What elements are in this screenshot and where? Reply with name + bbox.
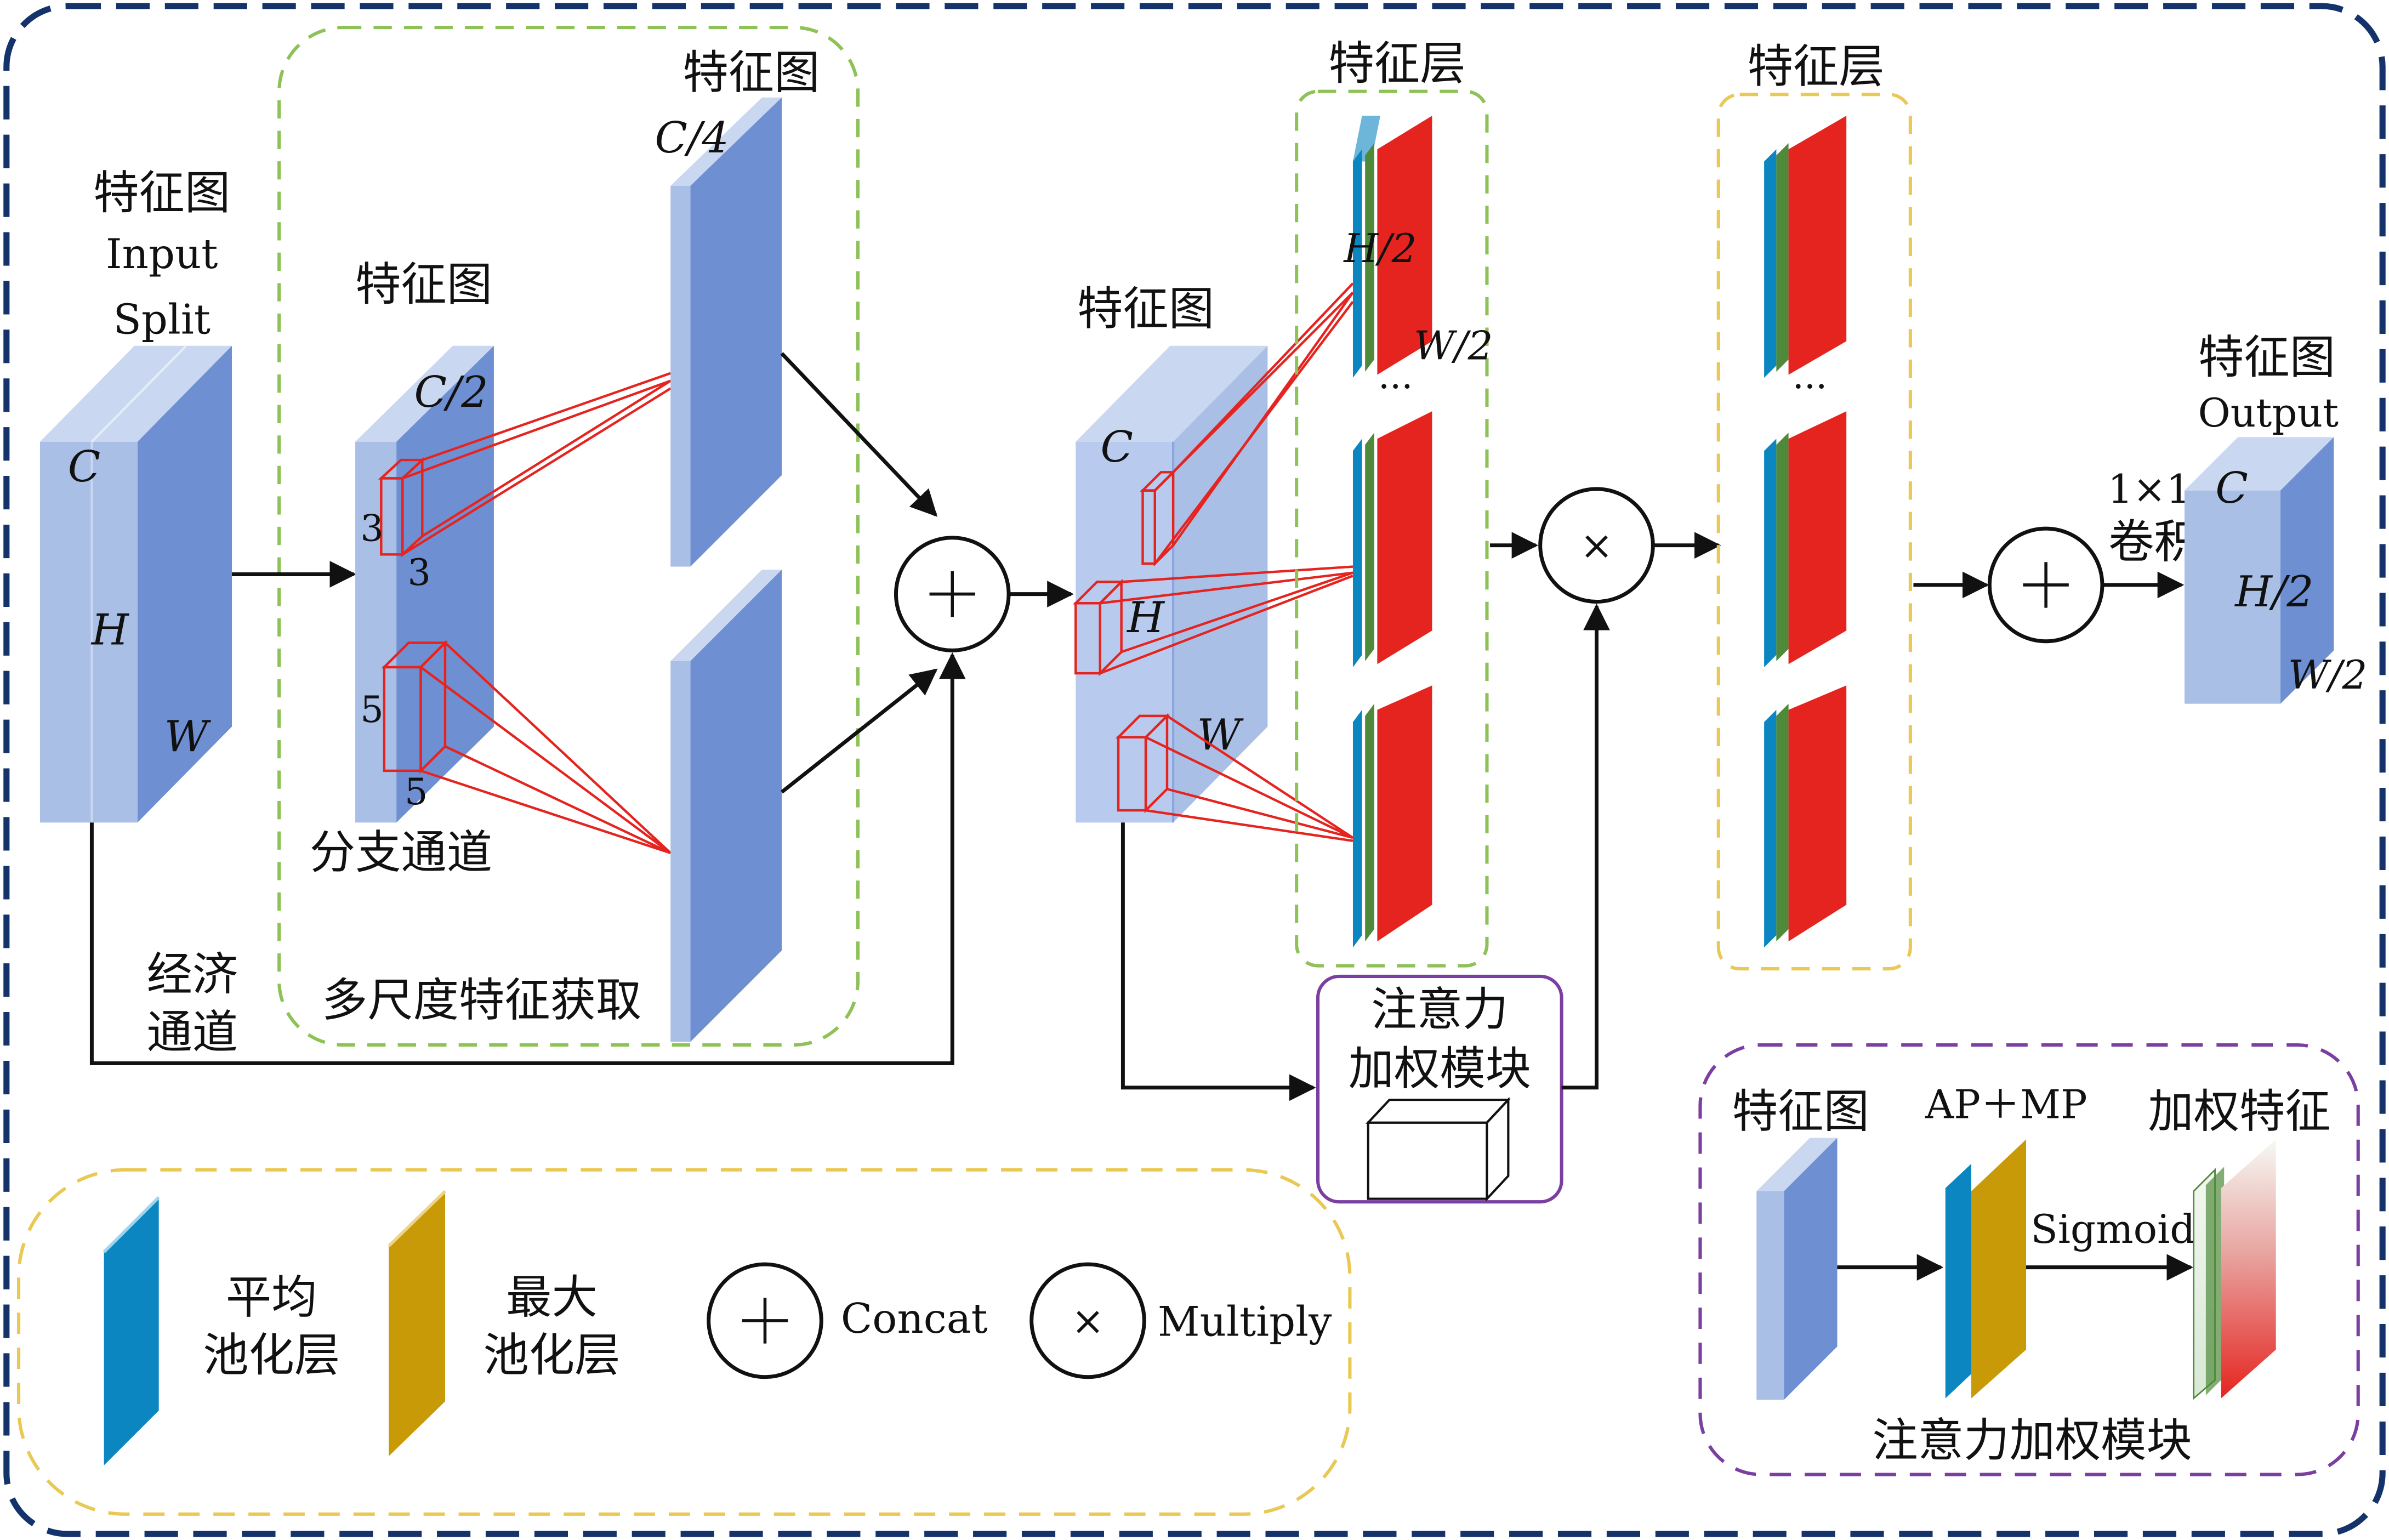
attn-box-line2: 加权模块 (1349, 1042, 1531, 1095)
economic-channel-path (89, 652, 966, 1065)
attn-cube-icon (1365, 1096, 1511, 1202)
multiscale-label: 多尺度特征获取 (322, 974, 641, 1027)
legend-concat-label: Concat (841, 1294, 988, 1343)
layer-stack-1b (1352, 411, 1432, 667)
split-title: 特征图 (355, 258, 492, 311)
out-sub: Output (2198, 390, 2339, 436)
econ-label-2: 通道 (146, 1006, 238, 1059)
inset-weighted-label: 加权特征 (2148, 1085, 2330, 1138)
h2-label: H/2 (1343, 226, 1417, 272)
inset-attention-frame (1698, 1043, 2360, 1476)
multiscale-region (277, 25, 860, 1047)
layers2-title: 特征层 (1748, 40, 1885, 93)
k5-label-a: 5 (360, 688, 383, 731)
layers1-title: 特征层 (1329, 37, 1466, 90)
feature-layers-2-frame (1716, 93, 1912, 971)
inset-sigmoid-label: Sigmoid (2030, 1207, 2195, 1253)
conv-label: 卷积 (2108, 515, 2200, 569)
input-sub1: Input (106, 230, 218, 278)
input-c-label: C (68, 442, 101, 492)
input-w-label: W (164, 712, 212, 762)
mid-c-label: C (1101, 423, 1134, 472)
legend-multiply-symbol (1029, 1262, 1146, 1379)
ellipsis-1: ··· (1378, 365, 1413, 408)
legend-avg-line2: 池化层 (203, 1329, 340, 1382)
input-sub2: Split (113, 295, 211, 343)
econ-label-1: 经济 (146, 948, 238, 1001)
legend-multiply-x: × (1071, 1298, 1105, 1344)
k5-label-b: 5 (405, 770, 428, 813)
kernel-3x3 (378, 372, 672, 558)
split-c2-label: C/2 (414, 368, 488, 417)
outer-border (3, 3, 2386, 1537)
inset-weighted-block (2193, 1139, 2276, 1400)
arrow-mid-attention (1120, 822, 1316, 1101)
arrow-top-concat (780, 352, 938, 517)
out-w-label: W/2 (2288, 652, 2368, 698)
inset-feature-label: 特征图 (1732, 1085, 1869, 1138)
multiply-symbol: × (1580, 523, 1613, 569)
out-title: 特征图 (2198, 331, 2335, 384)
mid-w-label: W (1197, 711, 1244, 760)
top-branch-block (670, 97, 782, 567)
out-h-label: H/2 (2234, 567, 2314, 617)
legend-avg-line1: 平均 (226, 1271, 317, 1324)
layer-stack-1a (1352, 116, 1432, 378)
layer-stack-2c (1764, 685, 1847, 948)
legend-max-line2: 池化层 (483, 1329, 620, 1382)
feature-layers-1-frame (1295, 89, 1489, 968)
arrow-attention-multiply (1561, 603, 1610, 1090)
inset-apmp-block (1945, 1139, 2027, 1399)
inset-apmp-label: AP＋MP (1925, 1082, 2087, 1128)
inset-title: 注意力加权模块 (1872, 1414, 2192, 1467)
mid-h-label: H (1126, 593, 1165, 643)
legend-multiply-label: Multiply (1158, 1298, 1332, 1346)
k3-label-b: 3 (408, 551, 431, 594)
mid-title: 特征图 (1077, 282, 1214, 336)
ellipsis-2: ··· (1793, 365, 1828, 408)
layer-stack-1c (1352, 685, 1432, 948)
layer-stack-2b (1764, 411, 1847, 667)
inset-feature-block (1756, 1138, 1838, 1400)
kernel-5x5 (381, 640, 672, 855)
input-h-label: H (90, 605, 130, 655)
top-feature-title: 特征图 (682, 46, 820, 99)
output-feature-block (2184, 437, 2334, 704)
bottom-branch-block (670, 570, 782, 1042)
branch-channel-label: 分支通道 (310, 826, 492, 879)
layer-stack-2a (1764, 116, 1847, 378)
input-feature-block (39, 345, 232, 823)
legend-max-line1: 最大 (506, 1271, 598, 1324)
mid-feature-block (1076, 345, 1268, 823)
input-title: 特征图 (93, 167, 230, 220)
legend-frame (16, 1168, 1352, 1516)
arrow-bottom-concat (780, 668, 938, 794)
out-c-label: C (2215, 464, 2248, 513)
legend-avgpool-swatch (103, 1196, 160, 1465)
w2-label: W/2 (1414, 323, 1493, 370)
mid-kernels (1072, 282, 1354, 842)
conv-1x1-label: 1×1 (2108, 467, 2191, 513)
legend-maxpool-swatch (388, 1190, 446, 1457)
attn-box-line1: 注意力 (1371, 983, 1508, 1036)
k3-label-a: 3 (360, 507, 383, 549)
top-c4-label: C/4 (655, 113, 729, 163)
